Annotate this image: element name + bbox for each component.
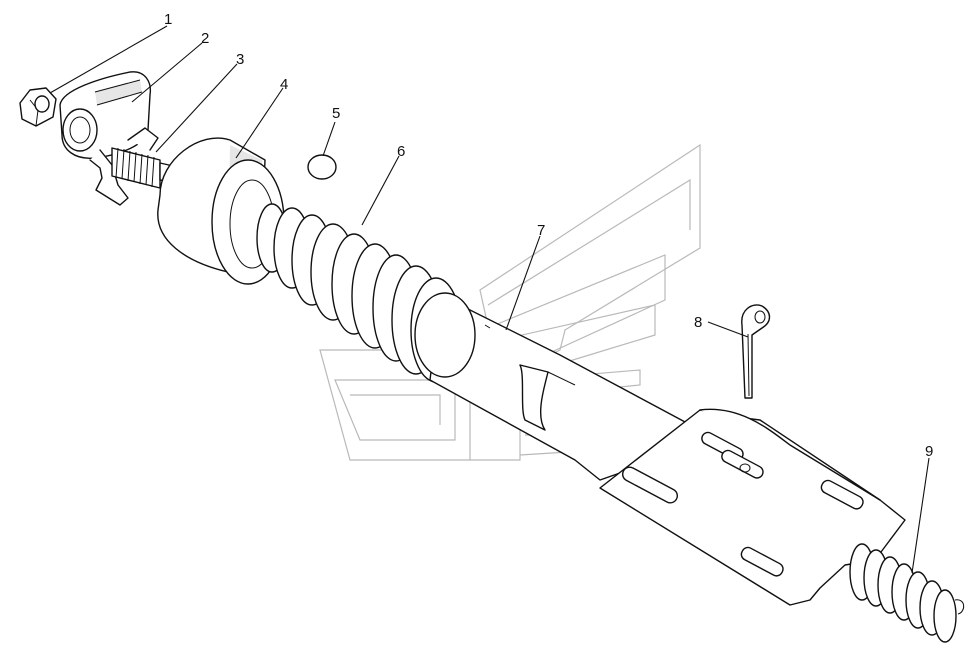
leader-3 (155, 63, 238, 153)
part-4-bushing (157, 137, 285, 285)
leader-6 (361, 155, 400, 226)
leader-2 (131, 42, 203, 103)
part-1-hex-nut (19, 87, 57, 127)
callout-8: 8 (694, 314, 702, 331)
leader-7 (505, 235, 541, 331)
callout-2: 2 (201, 30, 209, 47)
leader-9 (911, 457, 930, 574)
part-8-cotter-pin (741, 304, 771, 399)
callout-numbers: 1 2 3 4 5 6 7 8 9 (164, 11, 933, 460)
callout-5: 5 (332, 105, 340, 122)
callout-6: 6 (397, 143, 405, 160)
part-7-rod-and-plate (414, 292, 906, 606)
callout-3: 3 (236, 51, 244, 68)
part-9-small-spring (849, 543, 965, 643)
leader-1 (49, 25, 168, 94)
callout-4: 4 (280, 76, 288, 93)
leader-5 (322, 121, 336, 157)
leader-8 (707, 321, 749, 338)
callout-1: 1 (164, 11, 172, 28)
part-5-ball (307, 154, 337, 180)
callout-7: 7 (537, 222, 545, 239)
leader-lines (49, 25, 930, 574)
callout-9: 9 (925, 443, 933, 460)
part-2-clamp-block (59, 71, 159, 206)
leader-4 (235, 87, 284, 159)
